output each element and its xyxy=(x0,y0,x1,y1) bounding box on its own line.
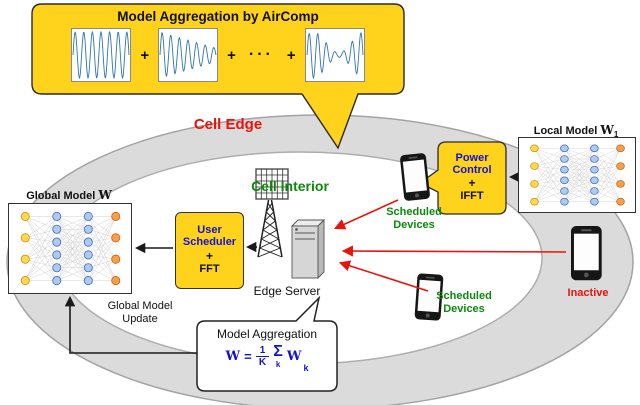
formula-equals: = xyxy=(244,349,252,364)
local-model-figure xyxy=(518,137,636,213)
power-control-subtitle: IFFT xyxy=(460,190,484,203)
aggregation-formula: W = 1 K Σ k W k xyxy=(225,343,309,374)
model-aggregation-title: Model Aggregation xyxy=(216,327,318,341)
uplink-arrow-scheduled-1 xyxy=(333,199,399,230)
waveform-icon-2 xyxy=(158,28,219,82)
aircomp-title: Model Aggregation by AirComp xyxy=(117,9,319,24)
plus-sign: + xyxy=(286,46,296,64)
uplink-arrow-scheduled-2 xyxy=(338,260,429,292)
plus-sign: + xyxy=(227,46,236,64)
user-scheduler-subtitle: FFT xyxy=(199,262,220,275)
ellipsis: ··· xyxy=(248,46,274,63)
user-scheduler-title: User Scheduler xyxy=(182,224,237,249)
formula-fraction: 1 K xyxy=(255,345,270,368)
smartphone-icon-inactive xyxy=(571,226,602,281)
cell-interior-label: Cell Interior xyxy=(251,178,329,194)
inactive-label: Inactive xyxy=(567,287,609,299)
power-control-box: Power Control + IFFT xyxy=(438,142,506,214)
model-aggregation-box: Model Aggregation W = 1 K Σ k W k xyxy=(197,321,337,391)
plus-sign: + xyxy=(468,176,476,191)
global-model-label: Global Model W xyxy=(26,188,112,202)
formula-rhs-subscript: k xyxy=(303,363,309,373)
antenna-array-icon xyxy=(255,168,289,200)
global-model-update-label: Global Model Update xyxy=(107,300,173,326)
smartphone-icon-scheduled-1 xyxy=(399,152,431,202)
antenna-tower-icon xyxy=(257,199,283,258)
local-model-subscript: 1 xyxy=(613,130,619,140)
power-control-title: Power Control xyxy=(452,151,492,176)
aircomp-callout: Model Aggregation by AirComp + + ··· + xyxy=(32,4,404,94)
uplink-arrow-inactive xyxy=(341,245,567,257)
scheduled-devices-label-2: Scheduled Devices xyxy=(436,290,492,315)
server-icon xyxy=(290,218,326,280)
local-model-symbol: W xyxy=(600,123,614,137)
user-scheduler-box: User Scheduler + FFT xyxy=(175,212,244,289)
formula-lhs: W xyxy=(225,349,241,364)
aggregation-callout-shape xyxy=(196,295,338,392)
formula-rhs: W xyxy=(286,349,302,364)
aircomp-waveforms: + + ··· + xyxy=(71,28,365,82)
plus-sign: + xyxy=(140,46,150,64)
local-model-label: Local Model W1 xyxy=(533,123,619,140)
edge-server-label: Edge Server xyxy=(253,284,321,298)
scheduled-devices-label-1: Scheduled Devices xyxy=(386,206,442,231)
power-control-callout-shape xyxy=(418,141,507,215)
waveform-icon-1 xyxy=(71,28,132,82)
waveform-icon-3 xyxy=(304,28,365,82)
arrow-global-model-update xyxy=(64,295,197,354)
cell-edge-label: Cell Edge xyxy=(193,116,263,133)
global-model-symbol: W xyxy=(98,188,112,202)
plus-sign: + xyxy=(205,248,213,263)
formula-sum: Σ k xyxy=(273,343,283,369)
global-model-figure xyxy=(8,203,132,294)
